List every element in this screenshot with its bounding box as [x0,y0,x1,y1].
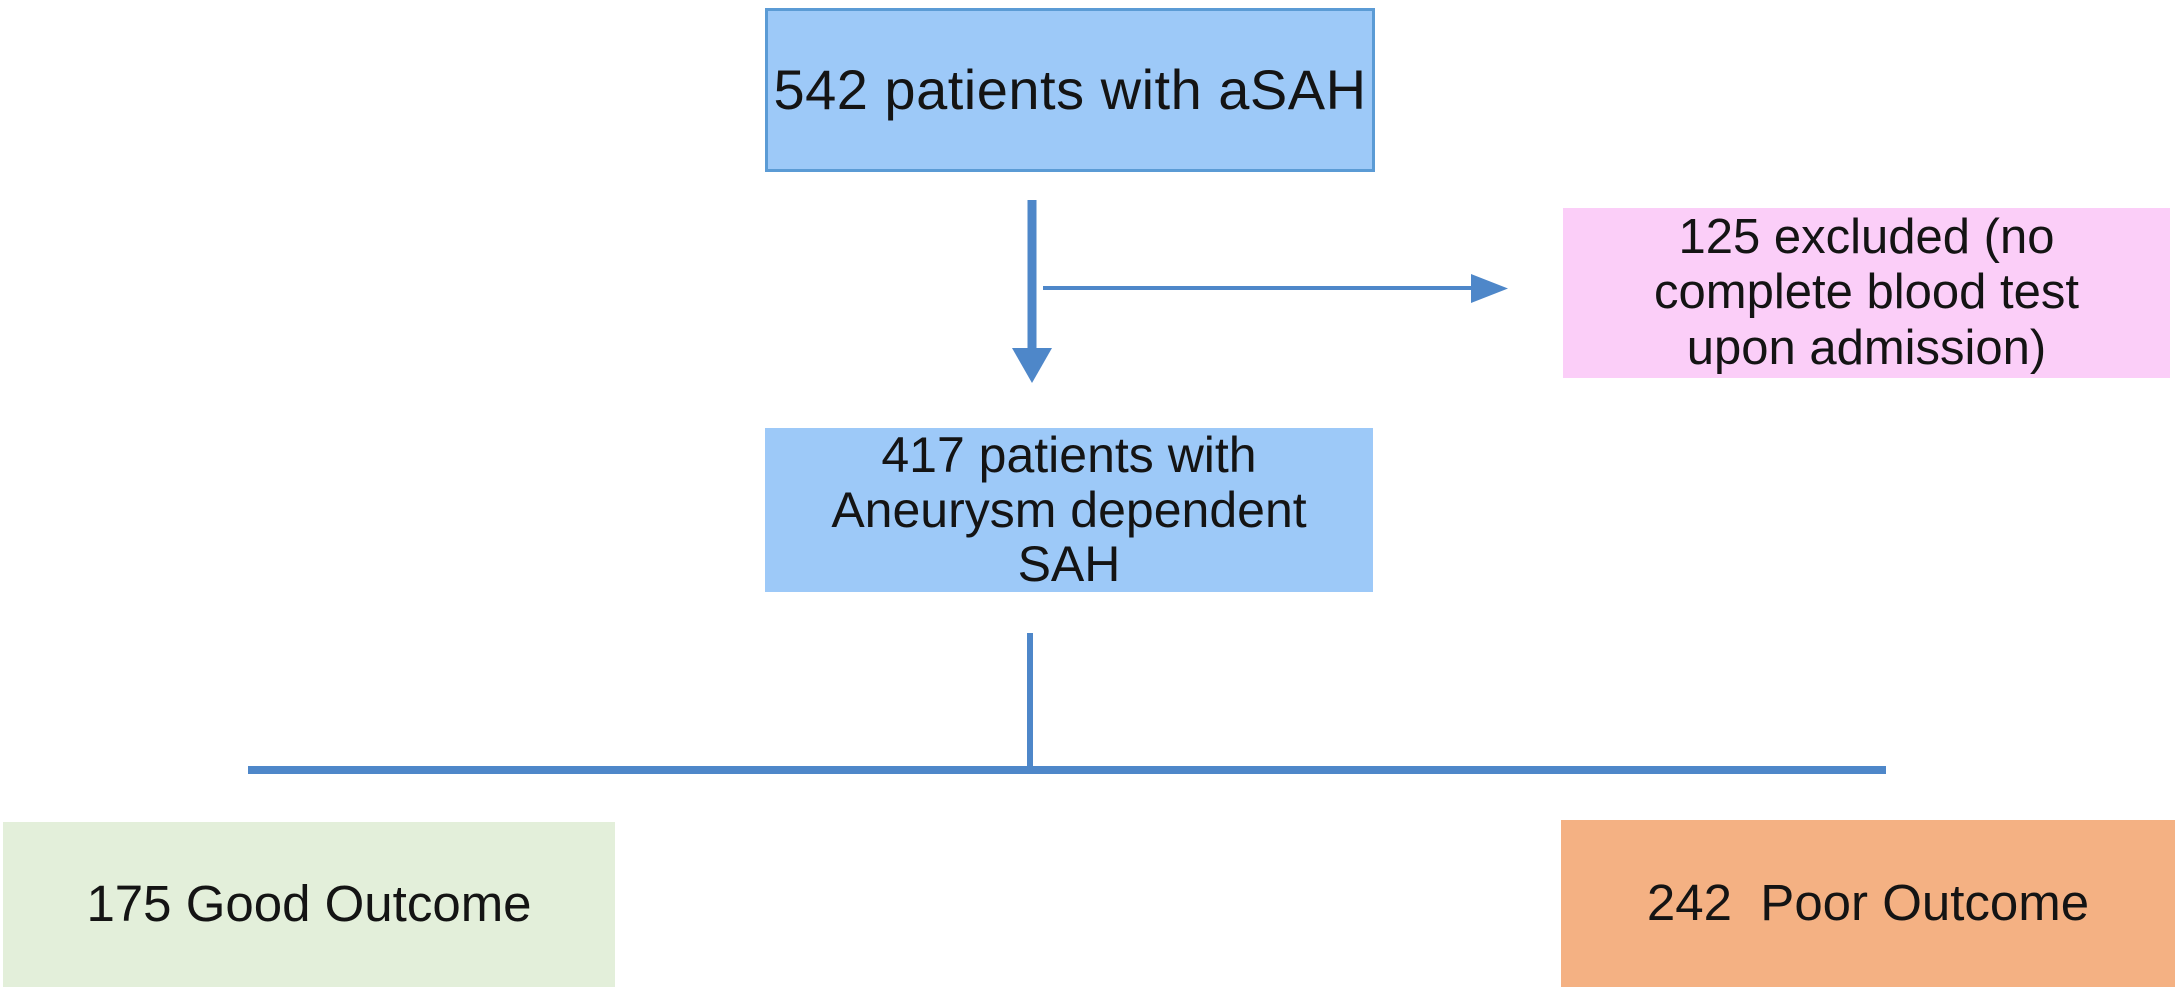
node-good-outcome-label: 175 Good Outcome [86,875,532,933]
node-enrolled-patients: 542 patients with aSAH [765,8,1375,172]
node-good-outcome: 175 Good Outcome [3,822,615,987]
node-excluded-label: 125 excluded (no complete blood test upo… [1654,209,2079,375]
arrow-to-excluded [1043,274,1508,303]
node-poor-outcome: 242 Poor Outcome [1561,820,2175,987]
node-excluded-patients: 125 excluded (no complete blood test upo… [1563,208,2170,378]
node-included-patients: 417 patients with Aneurysm dependent SAH [765,428,1373,592]
arrowhead-down-icon [1012,348,1052,383]
node-enrolled-label: 542 patients with aSAH [773,58,1367,122]
arrowhead-right-icon [1471,274,1508,303]
arrow-enrolled-to-included [1012,200,1052,383]
node-poor-outcome-label: 242 Poor Outcome [1646,874,2090,932]
node-included-label: 417 patients with Aneurysm dependent SAH [831,427,1307,593]
